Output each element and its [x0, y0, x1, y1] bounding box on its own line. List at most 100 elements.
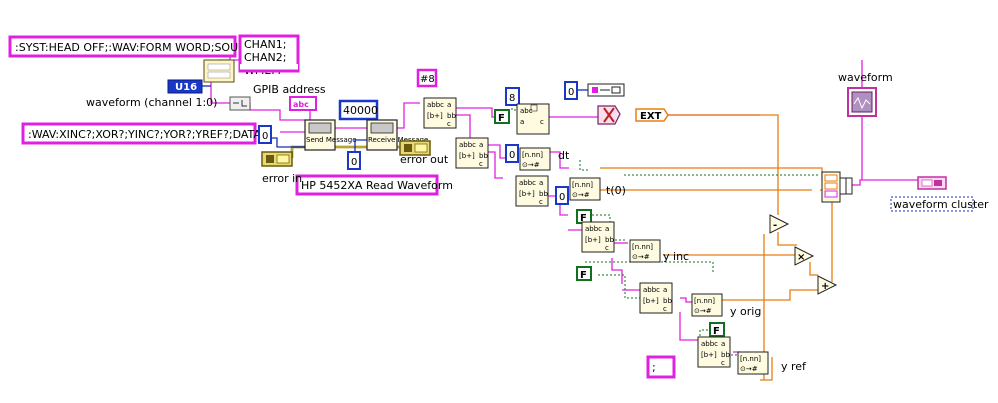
false-constant-4[interactable]: F	[709, 322, 725, 337]
svg-text:a: a	[539, 179, 543, 187]
svg-text:bb: bb	[663, 297, 672, 305]
svg-text:c: c	[447, 120, 451, 128]
svg-text:c: c	[479, 160, 483, 168]
hash8-constant[interactable]: #8	[416, 68, 438, 88]
svg-text:bb: bb	[479, 152, 488, 160]
channel-select-constant[interactable]: CHAN1; CHAN2; WMEM	[238, 34, 300, 77]
command-string-text: :SYST:HEAD OFF;:WAV:FORM WORD;SOUR	[15, 41, 246, 54]
svg-text:[n.nn]: [n.nn]	[522, 151, 543, 159]
svg-text:-: -	[773, 220, 777, 231]
svg-text:[b+]: [b+]	[643, 297, 659, 305]
zero-constant-5[interactable]: 0	[555, 186, 569, 205]
t0-label: t(0)	[606, 184, 626, 197]
eight-constant[interactable]: 8	[505, 87, 520, 106]
zero-constant-1[interactable]: 0	[258, 125, 272, 144]
zero-constant-4[interactable]: 0	[505, 144, 519, 163]
abc-text: abc	[293, 100, 309, 109]
frac-to-number-node-1[interactable]: [n.nn] ⊙→#	[519, 147, 551, 171]
false-text: F	[713, 326, 720, 337]
timeout-constant-40000[interactable]: 40000	[338, 99, 379, 121]
false-constant-3[interactable]: F	[576, 266, 592, 281]
multiply-node[interactable]: ×	[794, 246, 815, 266]
frac-to-number-node-3[interactable]: [n.nn] ⊙→#	[629, 239, 661, 263]
frac-to-number-node-2[interactable]: [n.nn] ⊙→#	[569, 177, 601, 201]
svg-text:abbc: abbc	[427, 101, 444, 109]
add-node[interactable]: +	[817, 275, 838, 295]
query-string-constant[interactable]: :WAV:XINC?;XOR?;YINC?;YOR?;YREF?;DATA?;	[21, 122, 271, 145]
type-cast-node[interactable]	[587, 83, 625, 97]
svg-text:a: a	[520, 118, 524, 126]
waveform-cluster-label: waveform cluster	[893, 198, 989, 211]
svg-text:bb: bb	[721, 351, 730, 359]
query-string-text: :WAV:XINC?;XOR?;YINC?;YOR?;YREF?;DATA?;	[28, 128, 271, 141]
svg-text:⊙→#: ⊙→#	[740, 365, 758, 373]
svg-text:[b+]: [b+]	[427, 112, 443, 120]
unflatten-node[interactable]	[597, 105, 621, 125]
svg-text:[b+]: [b+]	[519, 190, 535, 198]
subtract-node[interactable]: -	[769, 214, 790, 234]
svg-text:c: c	[663, 305, 667, 313]
svg-text:a: a	[721, 340, 725, 348]
frac-to-number-node-5[interactable]: [n.nn] ⊙→#	[737, 351, 769, 375]
send-message-text: Send Message	[306, 136, 357, 144]
receive-message-subvi[interactable]: Receive Message	[366, 119, 428, 151]
svg-text:abbc: abbc	[701, 340, 718, 348]
u16-constant[interactable]: U16	[167, 79, 203, 94]
bundle-node[interactable]	[821, 171, 853, 203]
channel-option-2: CHAN2;	[244, 51, 286, 64]
svg-text:a: a	[447, 101, 451, 109]
svg-text:abc: abc	[520, 107, 533, 115]
error-in-terminal[interactable]	[261, 151, 293, 167]
y-inc-label: y inc	[663, 250, 689, 263]
svg-text:⊙→#: ⊙→#	[632, 253, 650, 261]
svg-text:c: c	[540, 118, 544, 126]
ext-text: EXT	[640, 111, 662, 122]
svg-text:[n.nn]: [n.nn]	[694, 297, 715, 305]
delimiter-text: ;	[652, 361, 656, 374]
error-out-terminal[interactable]	[399, 140, 431, 156]
svg-text:bb: bb	[605, 236, 614, 244]
svg-text:a: a	[605, 225, 609, 233]
waveform-cluster-terminal[interactable]	[917, 176, 947, 190]
svg-text:abbc: abbc	[643, 286, 660, 294]
svg-text:abbc: abbc	[585, 225, 602, 233]
svg-text:abbc: abbc	[519, 179, 536, 187]
waveform-indicator-terminal[interactable]	[847, 87, 877, 117]
command-string-constant[interactable]: :SYST:HEAD OFF;:WAV:FORM WORD;SOUR	[8, 35, 246, 58]
ext-constant[interactable]: EXT	[635, 108, 669, 122]
format-node[interactable]	[229, 96, 251, 111]
svg-text:bb: bb	[447, 112, 456, 120]
svg-text:c: c	[605, 244, 609, 252]
string-subset-node[interactable]: abc a c	[516, 103, 550, 135]
svg-text:[b+]: [b+]	[701, 351, 717, 359]
abc-string-icon: abc	[289, 96, 317, 111]
zero-text: 0	[351, 157, 357, 168]
dt-label: dt	[558, 149, 570, 162]
timeout-text: 40000	[343, 104, 378, 117]
frac-to-number-node-4[interactable]: [n.nn] ⊙→#	[691, 293, 723, 317]
delimiter-string-constant[interactable]: ;	[646, 355, 676, 379]
zero-constant-3[interactable]: 0	[564, 81, 578, 100]
svg-text:⊙→#: ⊙→#	[572, 191, 590, 199]
svg-text:c: c	[539, 198, 543, 206]
svg-text:[n.nn]: [n.nn]	[572, 181, 593, 189]
hp-title-text: HP 5452XA Read Waveform	[301, 179, 453, 192]
zero-text: 0	[262, 131, 268, 142]
concatenate-strings-node[interactable]	[203, 59, 235, 83]
waveform-label: waveform	[838, 71, 893, 84]
send-message-subvi[interactable]: Send Message	[304, 119, 357, 151]
hp-title-string[interactable]: HP 5452XA Read Waveform	[295, 174, 453, 196]
false-constant-2[interactable]: F	[576, 209, 592, 224]
false-text: F	[580, 270, 587, 281]
svg-text:×: ×	[797, 252, 805, 263]
svg-text:abbc: abbc	[459, 141, 476, 149]
false-constant-1[interactable]: F	[494, 109, 510, 124]
zero-constant-2[interactable]: 0	[347, 151, 361, 170]
